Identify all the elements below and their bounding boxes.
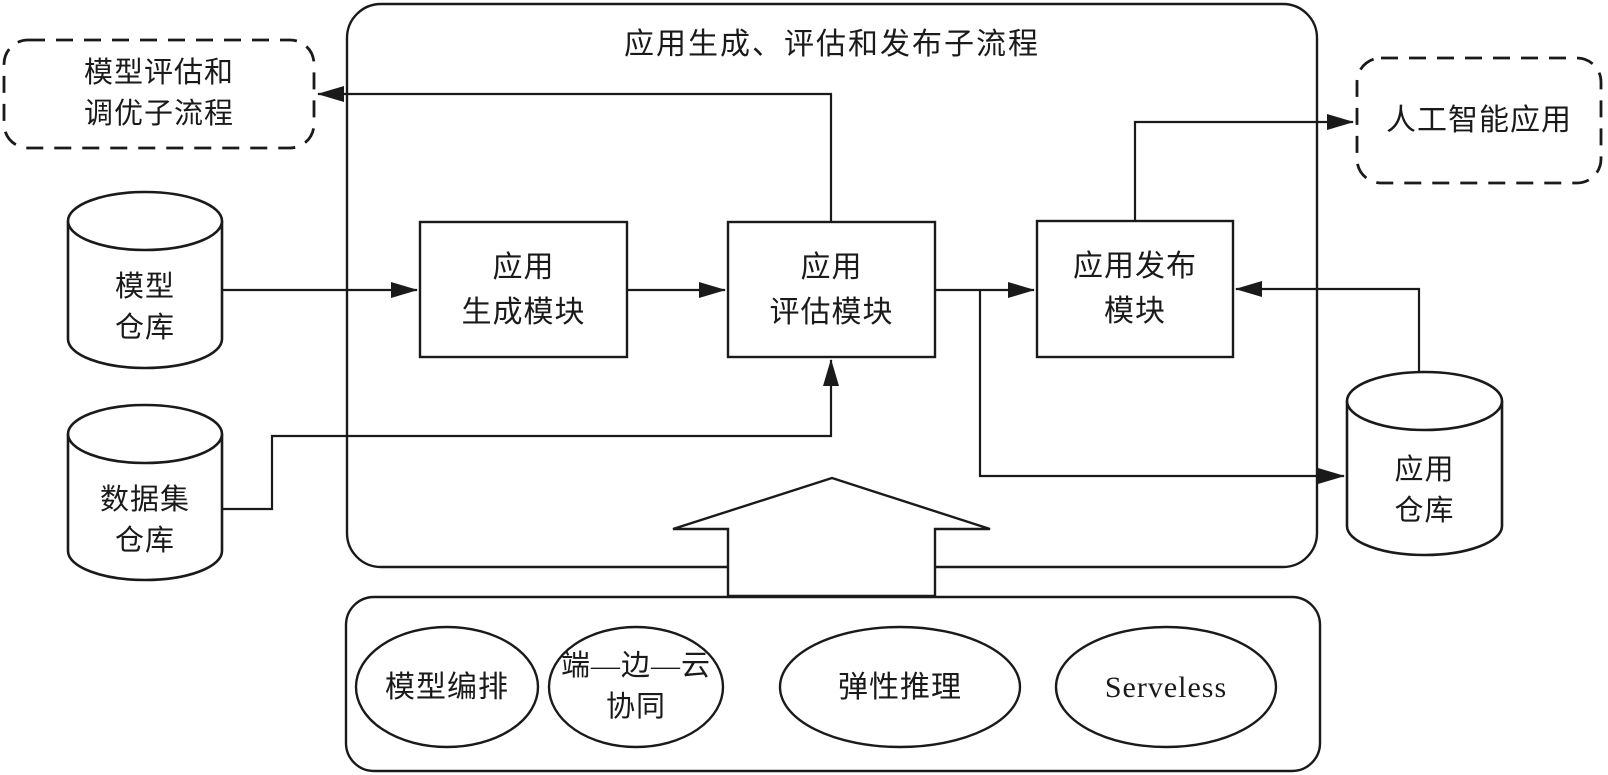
capability-ellipse-serverless [1054, 625, 1278, 749]
block-arrow-capabilities-to-subprocess [672, 476, 991, 598]
connector-dataset-repo-to-evaluation [222, 359, 839, 511]
capability-ellipse-edge-cloud [547, 625, 725, 749]
connector-app-repo-to-release [1235, 281, 1421, 372]
capability-ellipse-elastic-inference [778, 625, 1022, 749]
dataset-repository-cylinder [66, 403, 224, 582]
connector-release-to-ai-application [1133, 114, 1354, 221]
evaluation-module-box [726, 220, 937, 359]
model-eval-tuning-subprocess-box [2, 38, 316, 150]
ai-application-box [1355, 56, 1603, 185]
generation-module-box [418, 220, 629, 359]
capability-ellipse-model-orchestration [354, 625, 540, 749]
connector-evaluation-to-tuning-subprocess [317, 86, 833, 222]
application-repository-cylinder [1345, 370, 1504, 557]
model-repository-cylinder [66, 190, 224, 370]
release-module-box [1035, 219, 1235, 359]
connector-evaluation-to-app-repo [978, 291, 1345, 484]
